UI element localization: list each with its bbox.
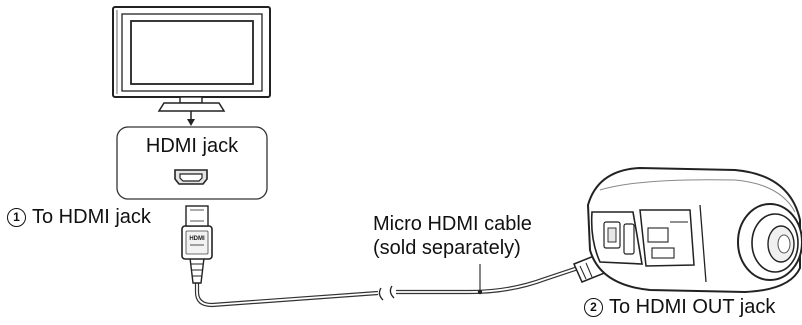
hdmi-jack-label-text: HDMI jack — [145, 135, 239, 157]
svg-text:HDMI: HDMI — [189, 236, 205, 242]
hdmi-plug-icon: HDMI — [181, 205, 213, 284]
step1-number: 1 — [7, 208, 26, 227]
step1-label: 1 To HDMI jack — [7, 206, 151, 229]
step1-text: To HDMI jack — [32, 206, 151, 228]
micro-hdmi-cable — [194, 264, 579, 308]
cable-label: Micro HDMI cable (sold separately) — [373, 212, 532, 260]
cable-label-line1: Micro HDMI cable — [373, 213, 532, 235]
down-arrow-icon — [187, 111, 195, 126]
tv-illustration — [112, 6, 271, 112]
hdmi-jack-box — [116, 126, 268, 200]
step2-label: 2 To HDMI OUT jack — [584, 296, 775, 319]
hdmi-port-icon — [174, 169, 208, 185]
step2-text: To HDMI OUT jack — [609, 296, 776, 318]
step2-number: 2 — [584, 298, 603, 317]
cable-label-line2: (sold separately) — [373, 237, 521, 259]
hdmi-jack-label: HDMI jack — [117, 135, 267, 158]
camera-illustration — [586, 166, 802, 294]
